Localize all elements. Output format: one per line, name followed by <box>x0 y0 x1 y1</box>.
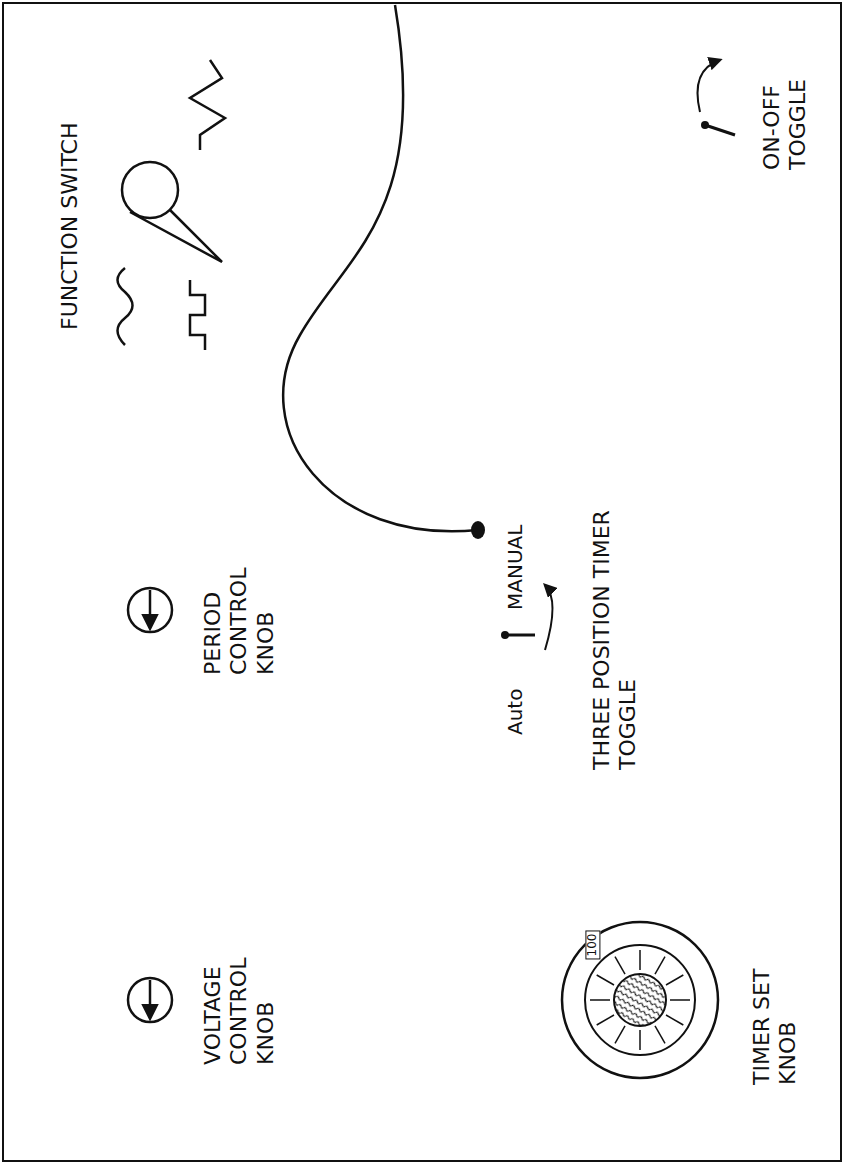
dial-tick <box>670 999 690 1001</box>
knob-label: PERIOD CONTROL KNOB <box>200 545 279 675</box>
sine-wave-symbol <box>118 268 133 345</box>
dial-tick <box>597 975 614 985</box>
dial-tick <box>590 999 610 1001</box>
dial-tick <box>639 950 641 970</box>
position-label: Auto <box>503 665 527 735</box>
cable-hidden <box>329 430 478 540</box>
square-wave-symbol <box>190 280 205 350</box>
switch-label: FUNCTION SWITCH <box>57 70 83 330</box>
position-label: MANUAL <box>503 500 527 610</box>
cable <box>283 5 478 531</box>
toggle-label: ON-OFF TOGGLE <box>759 50 812 170</box>
dial-tick <box>639 1030 641 1050</box>
dial-number: 100 <box>585 931 600 960</box>
function-switch <box>122 162 222 262</box>
triangle-wave-symbol <box>190 60 225 150</box>
toggle-label: THREE POSITION TIMER TOGGLE <box>589 510 642 770</box>
dial-tick <box>655 1026 665 1043</box>
dial-tick <box>597 1015 614 1025</box>
dial-tick <box>615 1026 625 1043</box>
dial-tick <box>666 975 683 985</box>
dial-tick <box>615 957 625 974</box>
period-control-knob <box>128 588 172 632</box>
knob-label: TIMER SET KNOB <box>749 915 802 1085</box>
knob-label: VOLTAGE CONTROL KNOB <box>200 935 279 1065</box>
voltage-control-knob <box>128 978 172 1022</box>
dial-tick <box>666 1015 683 1025</box>
dial-tick <box>655 957 665 974</box>
on-off-toggle <box>698 60 736 135</box>
panel-border <box>3 3 841 1161</box>
timer-set-knob <box>562 922 718 1078</box>
